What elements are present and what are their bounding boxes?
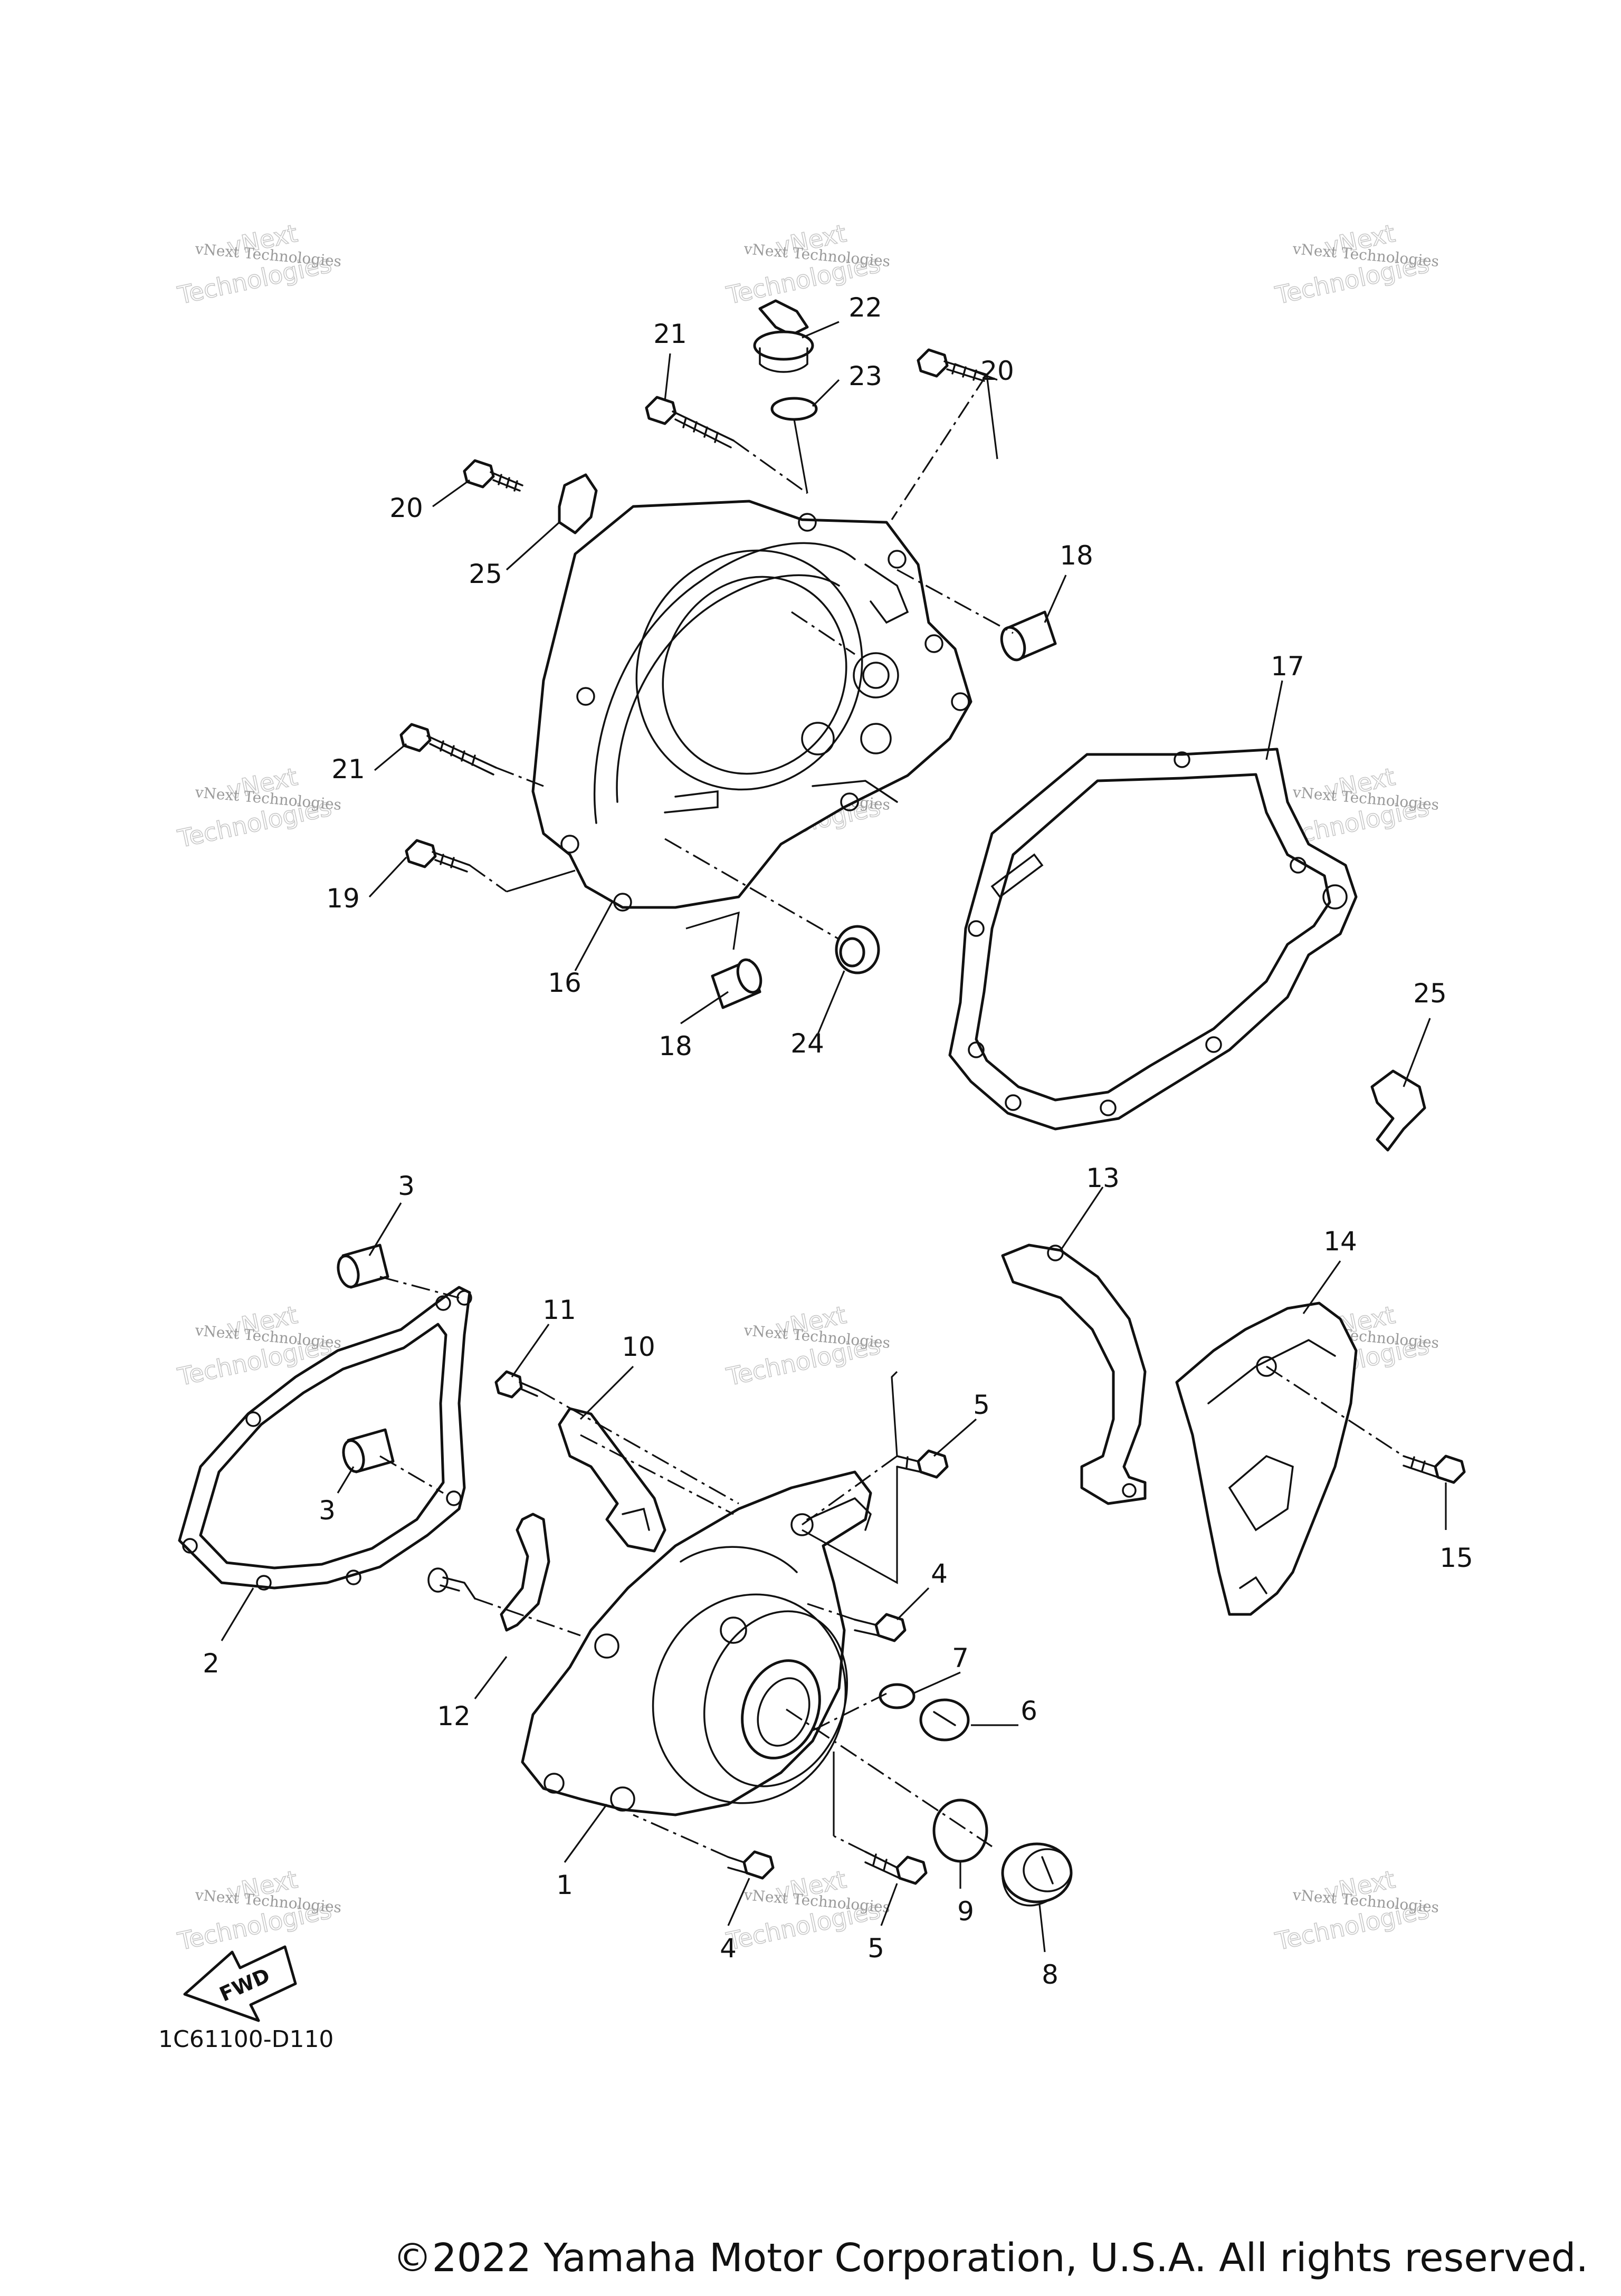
- diagram-code: 1C61100-D110: [158, 2026, 333, 2053]
- callout-14: 14: [1323, 1226, 1357, 1257]
- watermark: Technologies vNext vNext Technologies: [723, 218, 891, 310]
- callout-4: 4: [931, 1558, 948, 1589]
- generator-cover: [521, 1470, 872, 1816]
- crankcase-cover-right: [531, 500, 972, 912]
- callout-leaders: [221, 321, 1447, 1953]
- callout-25: 25: [469, 559, 502, 589]
- callout-4: 4: [720, 1933, 737, 1964]
- bolt: [399, 723, 497, 776]
- callout-13: 13: [1086, 1163, 1120, 1193]
- callout-8: 8: [1042, 1959, 1059, 1990]
- watermark: Technologies vNext vNext Technologies: [175, 1864, 342, 1956]
- watermark: Technologies vNext vNext Technologies: [1272, 218, 1439, 310]
- callout-18: 18: [659, 1031, 692, 1061]
- watermark: Technologies vNext vNext Technologies: [175, 762, 342, 854]
- bolt: [864, 1851, 928, 1885]
- callout-12: 12: [437, 1701, 471, 1731]
- lead-wire-holder: [427, 1513, 550, 1632]
- oil-seal: [835, 925, 880, 974]
- callout-5: 5: [973, 1390, 990, 1420]
- callout-3: 3: [398, 1171, 415, 1201]
- copyright-notice: ©2022 Yamaha Motor Corporation, U.S.A. A…: [393, 2235, 1588, 2281]
- forward-arrow-icon: FWD: [183, 1945, 297, 2022]
- callout-10: 10: [622, 1332, 655, 1362]
- callout-23: 23: [848, 361, 882, 391]
- plug-small: [919, 1698, 970, 1742]
- callout-21: 21: [653, 319, 687, 349]
- dowel-pin: [711, 958, 762, 1009]
- callout-11: 11: [542, 1295, 576, 1325]
- sprocket-cover: [1175, 1302, 1358, 1616]
- callout-16: 16: [548, 968, 581, 998]
- bolt: [896, 1449, 949, 1479]
- callout-21: 21: [331, 754, 365, 785]
- callout-15: 15: [1439, 1543, 1473, 1573]
- callout-3: 3: [319, 1495, 336, 1526]
- bolt: [727, 1850, 775, 1880]
- callout-22: 22: [848, 292, 882, 323]
- dowel-pin: [1000, 610, 1057, 662]
- oil-filler-cap: [753, 299, 814, 373]
- assembly-lines-upper: [469, 374, 1014, 950]
- callout-1: 1: [556, 1870, 573, 1900]
- bolt: [917, 348, 988, 382]
- callout-2: 2: [203, 1648, 220, 1679]
- bolt: [854, 1613, 907, 1642]
- dowel-pin: [337, 1243, 389, 1289]
- bolt: [405, 839, 471, 873]
- callout-20: 20: [389, 493, 423, 523]
- cable-clip: [1370, 1069, 1426, 1152]
- bolt: [463, 459, 523, 492]
- callout-18: 18: [1060, 540, 1093, 571]
- callout-6: 6: [1021, 1696, 1037, 1726]
- bolt: [1403, 1455, 1466, 1484]
- callout-7: 7: [952, 1643, 969, 1673]
- callout-9: 9: [957, 1896, 974, 1927]
- callout-numbers: 21 22 23 20 20 25 18 17 21 19 16 18 24 2…: [203, 292, 1473, 1990]
- watermark: Technologies vNext vNext Technologies: [1272, 1864, 1439, 1956]
- callout-17: 17: [1271, 651, 1304, 682]
- callout-24: 24: [790, 1028, 824, 1059]
- watermark: Technologies vNext vNext Technologies: [723, 1300, 891, 1392]
- bracket: [558, 1407, 666, 1553]
- cable-clip: [558, 473, 598, 534]
- bolt: [494, 1370, 539, 1399]
- bolt: [645, 396, 735, 448]
- o-ring: [770, 397, 818, 421]
- callout-5: 5: [867, 1933, 884, 1964]
- crankcase-gasket-small: [1001, 1243, 1147, 1505]
- crankcase-cover-gasket: [948, 748, 1358, 1131]
- dowel-pin: [342, 1428, 395, 1474]
- callout-20: 20: [980, 356, 1014, 386]
- generator-cover-gasket: [178, 1286, 472, 1591]
- plug-large: [1001, 1842, 1073, 1907]
- o-ring: [879, 1683, 916, 1709]
- watermark: Technologies vNext vNext Technologies: [175, 218, 342, 310]
- callout-19: 19: [326, 883, 360, 914]
- callout-25: 25: [1413, 978, 1447, 1009]
- assembly-lines-lower: [379, 1276, 1404, 1858]
- o-ring: [932, 1798, 988, 1863]
